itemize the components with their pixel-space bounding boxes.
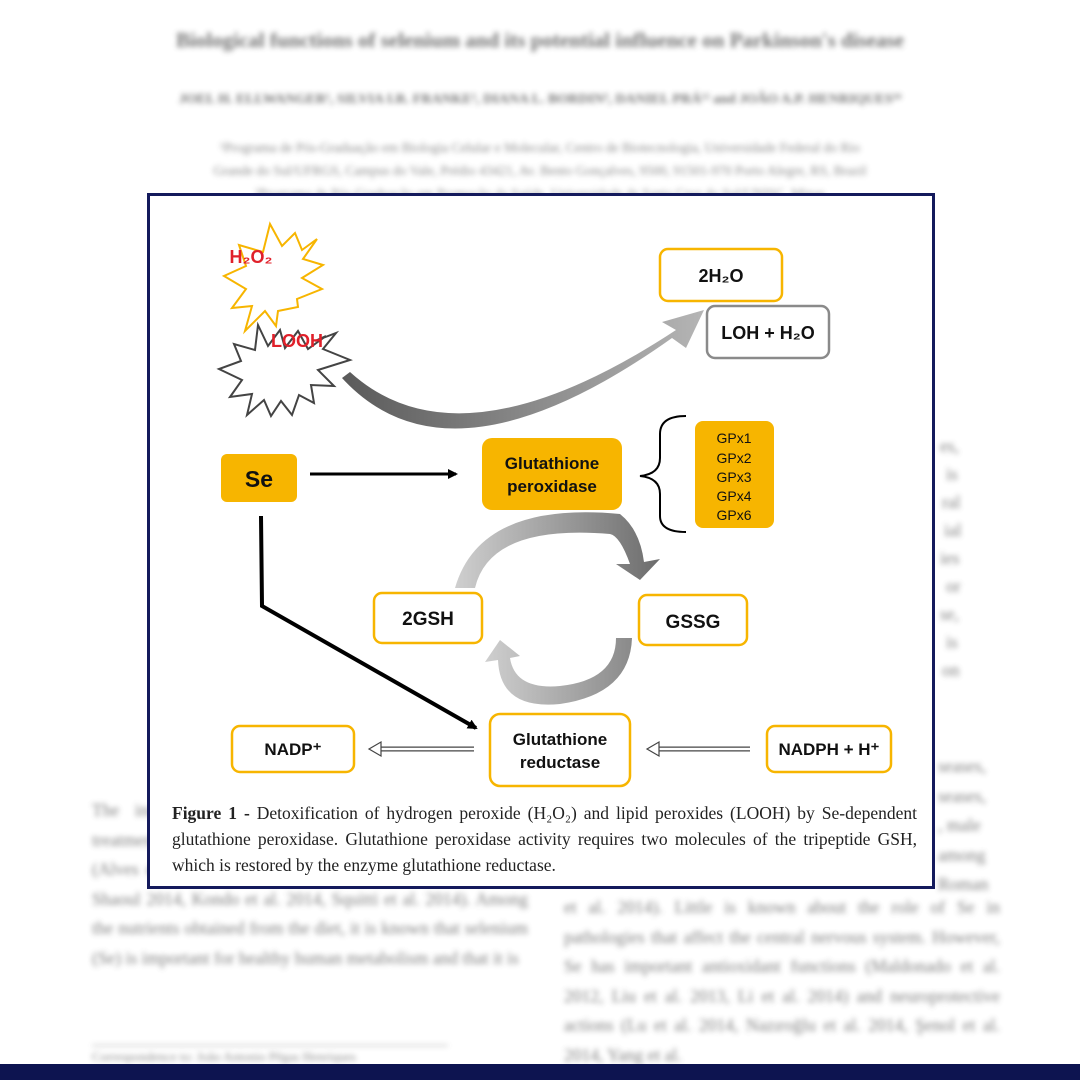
gssg-label: GSSG <box>666 612 721 633</box>
paper-authors: JOEL H. ELLWANGER¹, SILVIA I.R. FRANKE²,… <box>178 92 902 107</box>
looh-starburst-icon <box>216 321 353 419</box>
paper-title: Biological functions of selenium and its… <box>175 28 905 52</box>
gsh-box <box>372 591 484 645</box>
text-fragment: Roman <box>938 874 989 894</box>
glutathione-peroxidase-box <box>482 438 622 510</box>
nadph-label: NADPH + H⁺ <box>778 740 879 759</box>
text-fragment: is <box>946 632 958 652</box>
text-fragment: ial <box>944 520 962 540</box>
gssg-box <box>637 593 749 647</box>
h2o-product-box <box>658 247 784 303</box>
text-fragment: ral <box>942 492 961 512</box>
text-fragment: es, <box>940 436 959 456</box>
text-fragment: is <box>946 464 958 484</box>
nadph-to-gr-arrowhead <box>645 740 660 758</box>
isoform-brace <box>639 415 687 533</box>
text-fragment: or <box>946 576 961 596</box>
text-fragment: seases, <box>938 785 987 806</box>
affiliation-line: ¹Programa de Pós-Graduação em Biologia C… <box>219 140 861 155</box>
nadph-box <box>765 724 893 774</box>
figure-caption: Figure 1 - Detoxification of hydrogen pe… <box>172 800 917 878</box>
gr-to-nadp-arrowhead <box>367 740 382 758</box>
caption-text: Detoxification of hydrogen peroxide (H₂O… <box>172 803 917 875</box>
text-fragment: , male <box>938 815 981 835</box>
loh-product-box <box>705 304 831 360</box>
looh-label: LOOH <box>271 331 323 351</box>
affiliation-line: Grande do Sul/UFRGS, Campus do Vale, Pré… <box>213 163 867 178</box>
gpx-isoforms-box <box>695 421 774 528</box>
footnote: Correspondence to: João Antonio Pêgas He… <box>92 1045 448 1065</box>
figure-panel: H₂O₂ LOOH 2H₂O LOH + H₂O Se Glutathione … <box>147 193 935 889</box>
loh-product-label: LOH + H₂O <box>721 323 815 343</box>
isoform-gpx2: GPx2 <box>716 450 751 466</box>
right-column-fragment: seases, seases, , male among Roman <box>938 752 1008 900</box>
right-column-text: et al. 2014). Little is known about the … <box>564 897 1000 1065</box>
isoform-gpx6: GPx6 <box>716 507 751 523</box>
nadp-box <box>230 724 356 774</box>
text-fragment: se, <box>940 604 959 624</box>
gr-label-line1: Glutathione <box>513 730 607 749</box>
h2o-product-label: 2H₂O <box>698 266 743 286</box>
gpx-label-line1: Glutathione <box>505 454 599 473</box>
caption-label: Figure 1 - <box>172 803 250 823</box>
isoform-gpx3: GPx3 <box>716 469 751 485</box>
gsh-label: 2GSH <box>402 609 454 630</box>
text-fragment: seases, <box>938 756 987 776</box>
gr-label-line2: reductase <box>520 753 600 772</box>
text-fragment: ies <box>940 548 960 568</box>
gpx-label-line2: peroxidase <box>507 477 597 496</box>
isoform-gpx4: GPx4 <box>716 488 751 504</box>
cycle-arrow-top <box>455 512 660 588</box>
pathway-diagram: H₂O₂ LOOH 2H₂O LOH + H₂O Se Glutathione … <box>216 221 893 788</box>
footer-bar <box>0 1064 1080 1080</box>
nadp-label: NADP⁺ <box>264 740 321 759</box>
h2o2-starburst-icon <box>221 221 326 335</box>
detox-curved-arrow <box>342 310 704 429</box>
text-fragment: among <box>938 844 986 865</box>
isoform-gpx1: GPx1 <box>716 430 751 446</box>
se-to-gr-arrow <box>259 515 478 730</box>
cycle-arrow-bottom <box>485 638 632 705</box>
glutathione-reductase-box <box>488 712 632 788</box>
se-box <box>221 454 297 502</box>
h2o2-label: H₂O₂ <box>230 247 273 267</box>
text-fragment: on <box>942 660 960 680</box>
se-label: Se <box>245 466 273 492</box>
